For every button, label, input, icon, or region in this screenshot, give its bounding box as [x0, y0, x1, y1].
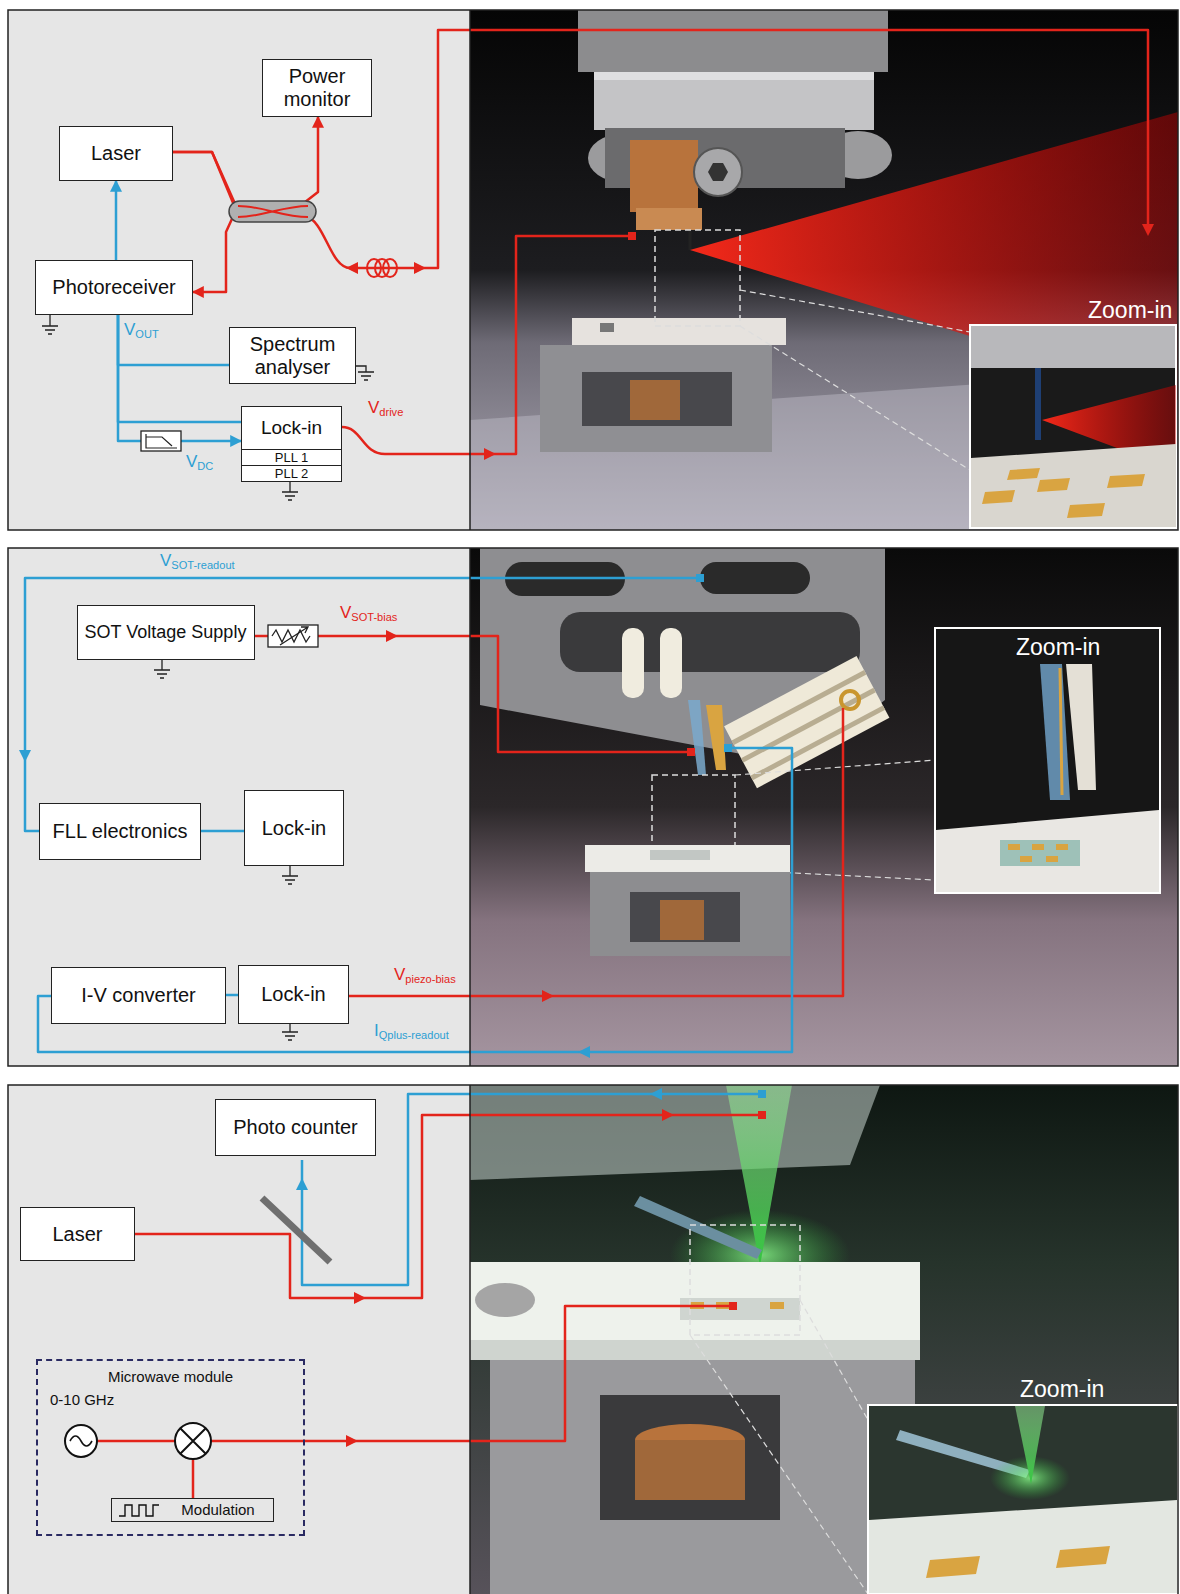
- signal-subscript: SOT-readout: [171, 559, 234, 571]
- instrument-box: Photo counter: [215, 1099, 376, 1156]
- inset-label: Zoom-in: [1020, 1376, 1104, 1402]
- wire-arrows: [19, 224, 1154, 1447]
- instrument-box: FLL electronics: [39, 803, 201, 860]
- box-label: Lock-in: [262, 817, 326, 840]
- module-group: Microwave moduleModulation: [36, 1359, 305, 1536]
- signal-connector: [173, 117, 318, 206]
- box-label: Lock-in: [242, 407, 341, 449]
- fiber-coupler: [229, 201, 316, 222]
- signal-symbol: V: [124, 320, 135, 339]
- mixer-symbol: [175, 1423, 211, 1459]
- instrument-box: Spectrum analyser: [229, 327, 356, 384]
- signal-symbol: V: [160, 551, 171, 570]
- signal-label: VOUT: [124, 320, 159, 341]
- box-label: Photo counter: [233, 1116, 358, 1139]
- signal-connector: [201, 830, 244, 833]
- fiber-coil: [367, 259, 397, 277]
- box-label: Lock-in: [261, 983, 325, 1006]
- box-label: Laser: [52, 1223, 102, 1246]
- variable-resistor: [268, 625, 318, 647]
- instrument-box: Power monitor: [262, 59, 372, 117]
- lockin-box: Lock-in: [238, 965, 349, 1024]
- row-label: PLL 2: [242, 465, 341, 481]
- instrument-box: Laser: [59, 126, 173, 181]
- lockin-box: Lock-inPLL 1PLL 2: [241, 406, 342, 482]
- box-label: Photoreceiver: [52, 276, 175, 299]
- signal-connector: [118, 315, 241, 441]
- box-label: Power monitor: [270, 65, 364, 111]
- signal-label: VSOT-readout: [160, 551, 235, 572]
- signal-label: IQplus-readout: [374, 1021, 449, 1042]
- signal-connector: [118, 315, 229, 365]
- signal-connector: [226, 994, 238, 997]
- square-wave: [119, 1505, 159, 1516]
- signal-label: VSOT-bias: [340, 603, 397, 624]
- frequency-label: 0-10 GHz: [50, 1391, 114, 1408]
- instrument-box: SOT Voltage Supply: [77, 605, 255, 660]
- box-label: Laser: [91, 142, 141, 165]
- signal-subscript: Qplus-readout: [379, 1029, 449, 1041]
- row-label: PLL 1: [242, 449, 341, 465]
- signal-label: Vdrive: [368, 398, 403, 419]
- sot-render: [470, 548, 1178, 1066]
- signal-label: Vpiezo-bias: [394, 965, 456, 986]
- signal-subscript: drive: [379, 406, 403, 418]
- signal-subscript: OUT: [135, 328, 158, 340]
- oscillator-symbol: [65, 1425, 97, 1457]
- lockin-box: Lock-in: [244, 790, 344, 866]
- signal-symbol: V: [186, 452, 197, 471]
- signal-subscript: DC: [197, 460, 213, 472]
- box-label: I-V converter: [81, 984, 195, 1007]
- panel-grounds: [8, 10, 470, 1594]
- signal-connector: [118, 315, 241, 422]
- panel-frames: [8, 10, 1178, 1594]
- signal-wires: [25, 30, 1148, 1498]
- signal-subscript: SOT-bias: [351, 611, 397, 623]
- afm-render: [470, 10, 1178, 530]
- beam-splitter: [262, 1198, 330, 1262]
- signal-symbol: V: [394, 965, 405, 984]
- box-label: SOT Voltage Supply: [85, 622, 247, 643]
- box-label: Microwave module: [108, 1368, 233, 1385]
- box-label: Spectrum analyser: [237, 333, 348, 379]
- signal-subscript: piezo-bias: [405, 973, 455, 985]
- lowpass-filter: [141, 431, 181, 451]
- edge-label: VDC: [186, 452, 213, 473]
- instrument-box: Photoreceiver: [35, 260, 193, 315]
- ground-symbols: [42, 315, 374, 1040]
- nv-render: [470, 1085, 1178, 1594]
- signal-symbol: V: [368, 398, 379, 417]
- box-label: FLL electronics: [53, 820, 188, 843]
- instrument-box: I-V converter: [51, 967, 226, 1024]
- signal-symbol: I: [374, 1021, 379, 1040]
- inset-label: Zoom-in: [1016, 634, 1100, 660]
- inset-label: Zoom-in: [1088, 297, 1172, 323]
- instrument-box: Laser: [20, 1207, 135, 1261]
- signal-symbol: V: [340, 603, 351, 622]
- signal-connector: [115, 181, 118, 260]
- modulation-box: Modulation: [111, 1498, 274, 1522]
- box-label: Modulation: [181, 1501, 254, 1518]
